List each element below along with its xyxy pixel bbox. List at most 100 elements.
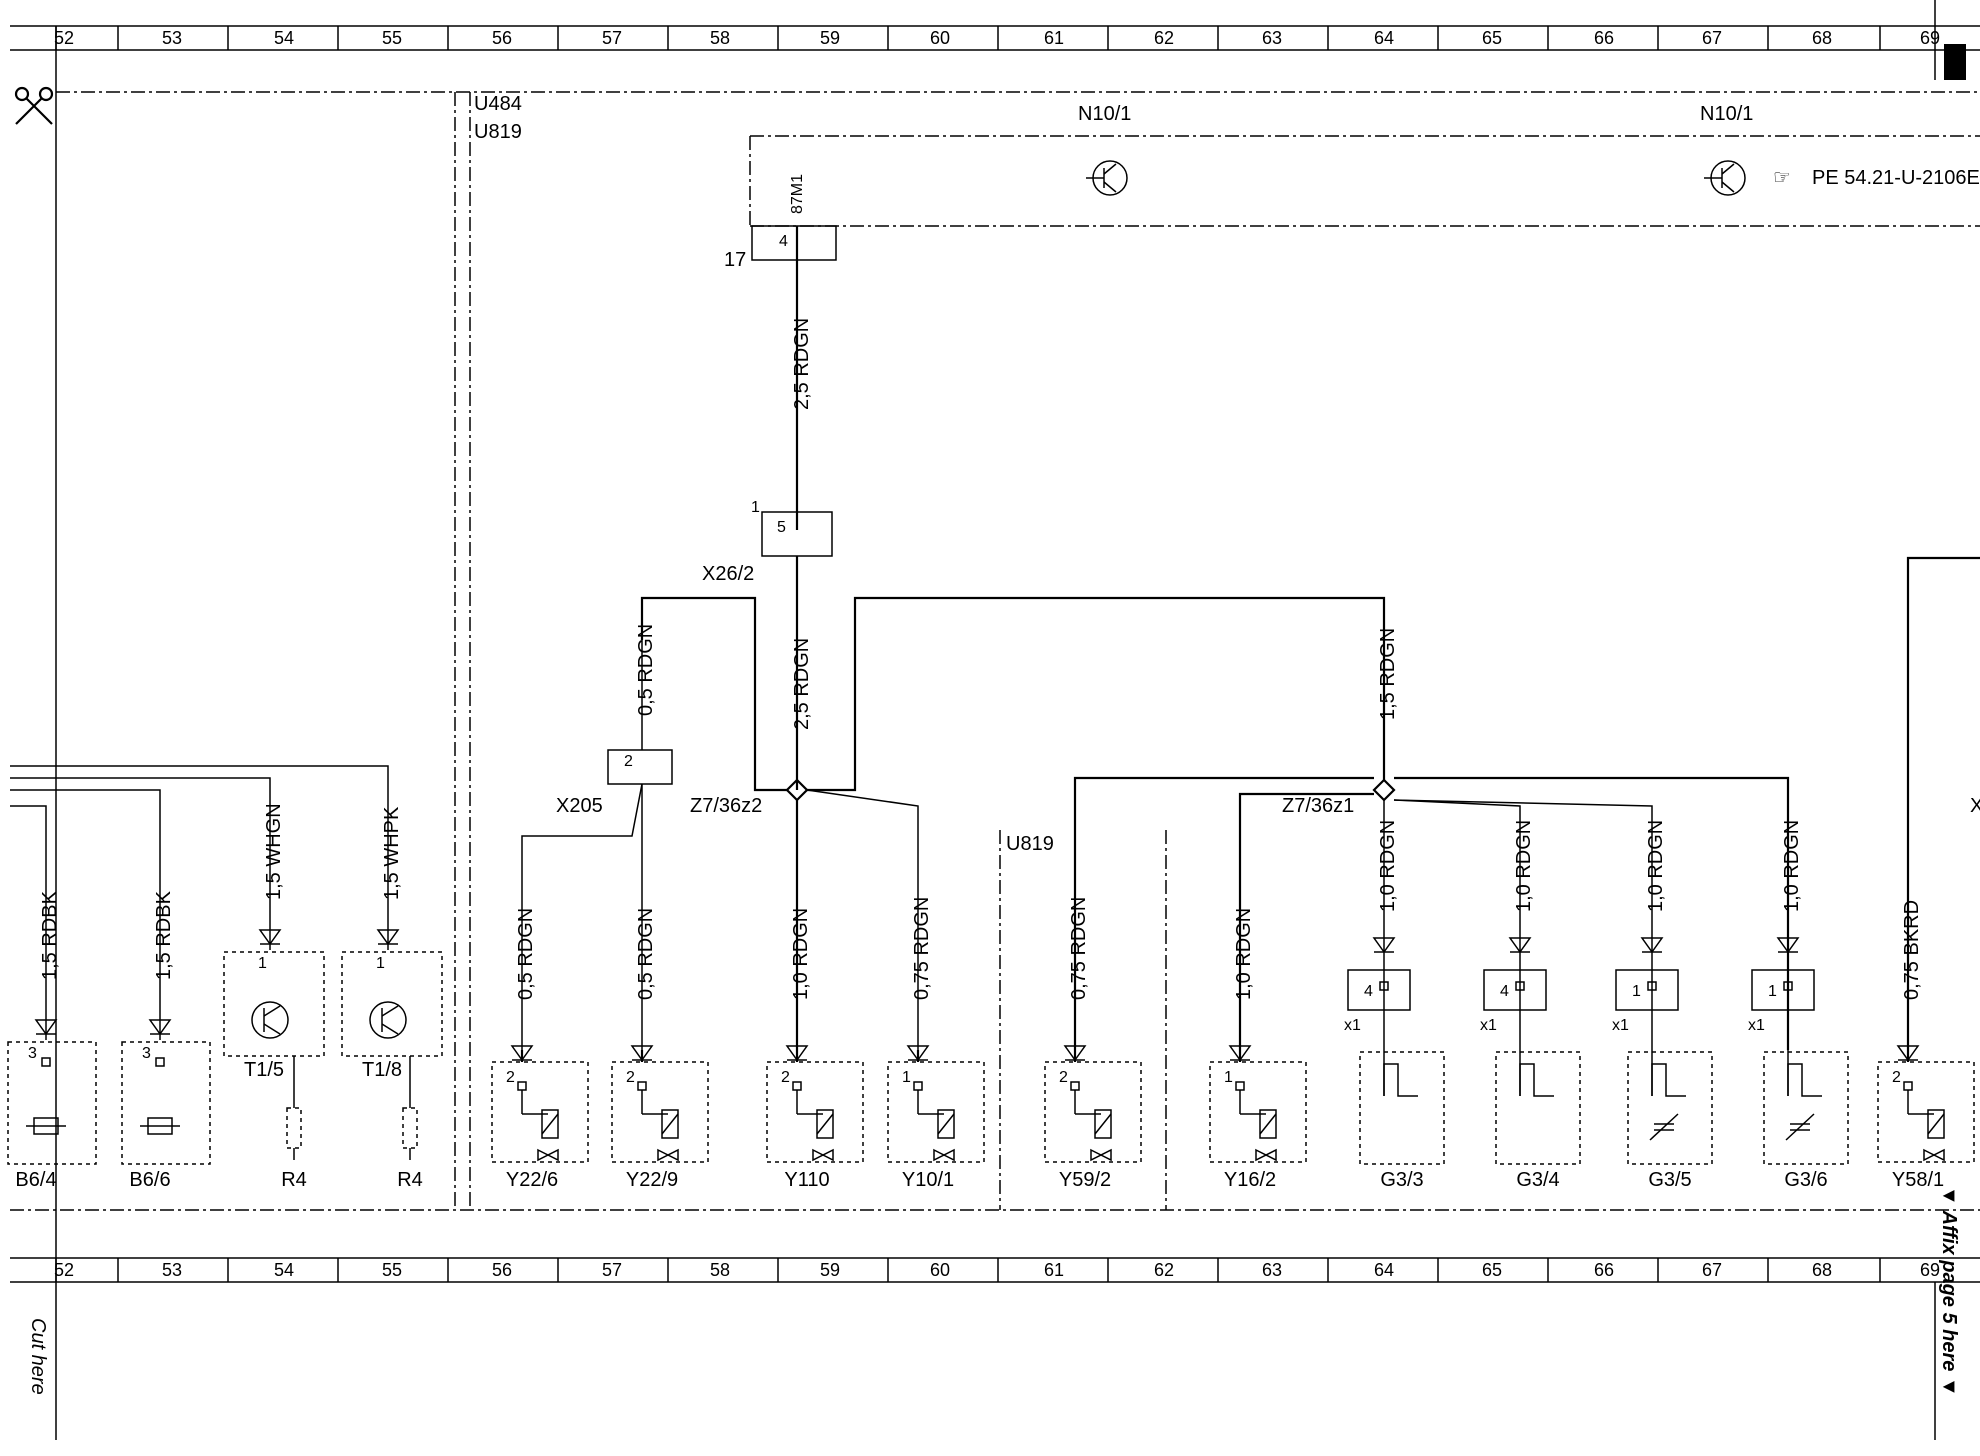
pin-prefix: x1 [1344, 1017, 1361, 1034]
component-label: B6/6 [129, 1169, 170, 1191]
component-label: T1/5 [244, 1059, 284, 1081]
connector-x205: 0,5 RDGN 2 X205 [521, 624, 673, 1050]
component-label: G3/5 [1648, 1169, 1691, 1191]
bottom-ruler-number: 60 [930, 1260, 950, 1280]
pin-number: 1 [1768, 983, 1777, 1000]
junction-label-z7-36z2: Z7/36z2 [690, 795, 762, 817]
component-label: Y22/6 [506, 1169, 558, 1191]
pin-number: 5 [777, 519, 786, 536]
pin-prefix: x1 [1612, 1017, 1629, 1034]
pin-number: 1 [1224, 1069, 1233, 1086]
connector-number: 17 [724, 249, 746, 271]
bottom-ruler-number: 69 [1920, 1260, 1940, 1280]
area-label-u819: U819 [474, 121, 522, 143]
pin-number: 2 [781, 1069, 790, 1086]
pin-prefix: x1 [1480, 1017, 1497, 1034]
top-ruler-number: 68 [1812, 28, 1832, 48]
pin-number: 3 [28, 1045, 37, 1062]
wire-label: 1,0 RDGN [1233, 908, 1255, 1000]
component-label: Y10/1 [902, 1169, 954, 1191]
pin-number: 2 [506, 1069, 515, 1086]
cut-note: Cut here [27, 1318, 49, 1395]
wire-label: 0,75 BKRD [1901, 900, 1923, 1000]
bottom-ruler-number: 55 [382, 1260, 402, 1280]
top-ruler-number: 62 [1154, 28, 1174, 48]
bottom-ruler-number: 65 [1482, 1260, 1502, 1280]
area-label-u484: U484 [474, 93, 522, 115]
pin-number: 2 [1059, 1069, 1068, 1086]
component-label: B6/4 [15, 1169, 56, 1191]
wire-label: 1,0 RDGN [1513, 820, 1535, 912]
bottom-ruler-number: 66 [1594, 1260, 1614, 1280]
wire-y58-1 [1906, 556, 1980, 1050]
top-ruler-number: 64 [1374, 28, 1394, 48]
junction-z7-36z2: Z7/36z2 [640, 596, 1386, 1050]
wire-label: 1,5 RDGN [1377, 628, 1399, 720]
wire-label: 2,5 RDGN [791, 318, 813, 410]
component-label: Y22/9 [626, 1169, 678, 1191]
connector-label-x205: X205 [556, 795, 603, 817]
bottom-ruler-number: 52 [54, 1260, 74, 1280]
connector-number: 1 [751, 499, 760, 516]
pin-number: 3 [142, 1045, 151, 1062]
bottom-ruler-number: 63 [1262, 1260, 1282, 1280]
scissors-icon [14, 86, 54, 125]
bottom-ruler-number: 58 [710, 1260, 730, 1280]
wire-label: 1,5 RDBK [153, 890, 175, 980]
bottom-ruler-number: 62 [1154, 1260, 1174, 1280]
wire-label: 2,5 RDGN [791, 638, 813, 730]
reference-label: PE 54.21-U-2106E [1812, 167, 1980, 189]
bottom-ruler-number: 59 [820, 1260, 840, 1280]
transistor-icon [1704, 160, 1746, 196]
component-b66: 3B6/6 [121, 1019, 211, 1191]
junction-z7-36z1: 1,5 RDGN Z7/36z1 [1073, 628, 1790, 1050]
pin-number: 1 [902, 1069, 911, 1086]
pin-number: 2 [1892, 1069, 1901, 1086]
component-label: Y16/2 [1224, 1169, 1276, 1191]
wire-label: 1,0 RDGN [1781, 820, 1803, 912]
module-label-n10-1-a: N10/1 [1078, 103, 1131, 125]
bottom-ruler-number: 67 [1702, 1260, 1722, 1280]
bottom-ruler-number: 68 [1812, 1260, 1832, 1280]
component-label: G3/4 [1516, 1169, 1559, 1191]
pin-number: 2 [624, 753, 633, 770]
wire-label: 0,5 RDGN [635, 908, 657, 1000]
top-ruler-number: 58 [710, 28, 730, 48]
affix-note: ▼ Affix page 5 here ▼ [1938, 1186, 1960, 1397]
top-ruler-number: 55 [382, 28, 402, 48]
component-label: Y59/2 [1059, 1169, 1111, 1191]
wire-label: 0,75 RDGN [1068, 897, 1090, 1000]
wire-label: 1,5 RDBK [39, 890, 61, 980]
pin-number: 4 [779, 233, 788, 250]
connector-label-x26-2: X26/2 [702, 563, 754, 585]
component-label: G3/6 [1784, 1169, 1827, 1191]
wires-left [10, 765, 389, 1020]
top-ruler-number: 63 [1262, 28, 1282, 48]
module-n10-1: N10/1 N10/1 ☞ PE 54.21-U-2106E [749, 103, 1980, 227]
bottom-ruler-number: 64 [1374, 1260, 1394, 1280]
wire-label: 0,5 RDGN [635, 624, 657, 716]
component-label: Y58/1 [1892, 1169, 1944, 1191]
wire-label: 0,75 RDGN [911, 897, 933, 1000]
pin-number: 2 [626, 1069, 635, 1086]
top-ruler-number: 54 [274, 28, 294, 48]
top-ruler-number: 65 [1482, 28, 1502, 48]
component-b64: 3B6/4 [7, 1019, 97, 1191]
bottom-ruler-number: 56 [492, 1260, 512, 1280]
bottom-ruler-number: 61 [1044, 1260, 1064, 1280]
area-label-u819-mid: U819 [1006, 833, 1054, 855]
top-ruler-number: 61 [1044, 28, 1064, 48]
component-label: R4 [281, 1169, 307, 1191]
pin-number: 4 [1500, 983, 1509, 1000]
